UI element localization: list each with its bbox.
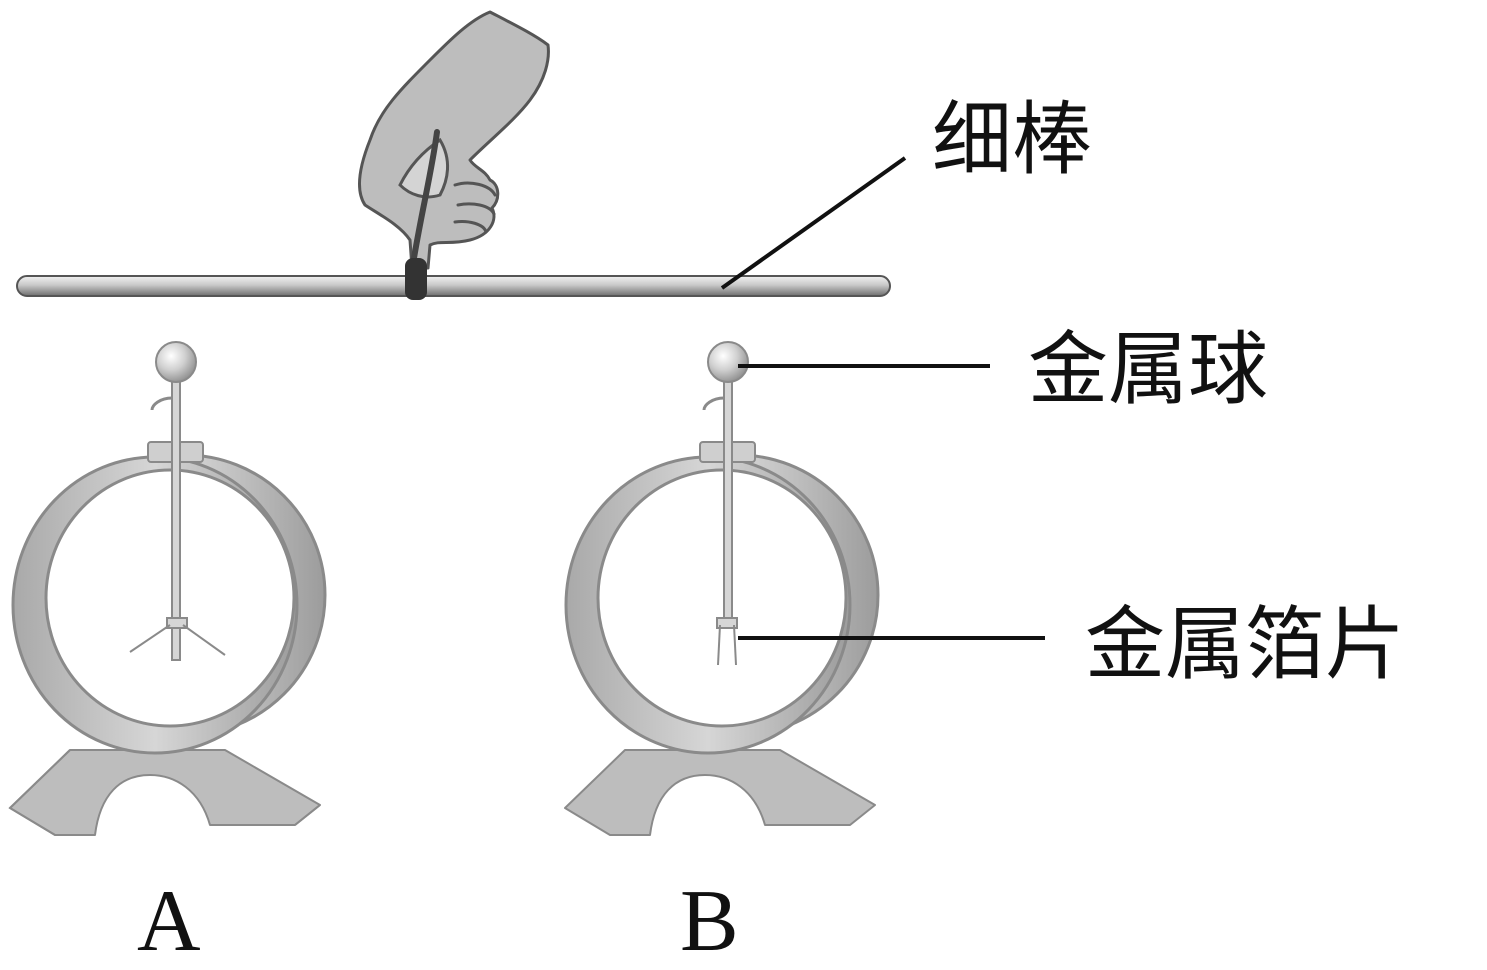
label-electroscope-a: A <box>137 873 201 970</box>
label-thin-rod: 细棒 <box>932 93 1092 186</box>
label-metal-ball: 金属球 <box>1028 323 1268 416</box>
hand-icon <box>358 10 550 270</box>
electroscope-a <box>8 341 327 836</box>
rod-leader-line <box>720 156 907 290</box>
label-electroscope-b: B <box>680 873 739 970</box>
label-metal-foil: 金属箔片 <box>1085 598 1405 691</box>
thin-rod <box>16 258 891 300</box>
metal-foil-b <box>716 617 738 666</box>
electroscope-b <box>564 341 880 836</box>
metal-foil-a <box>129 617 226 656</box>
